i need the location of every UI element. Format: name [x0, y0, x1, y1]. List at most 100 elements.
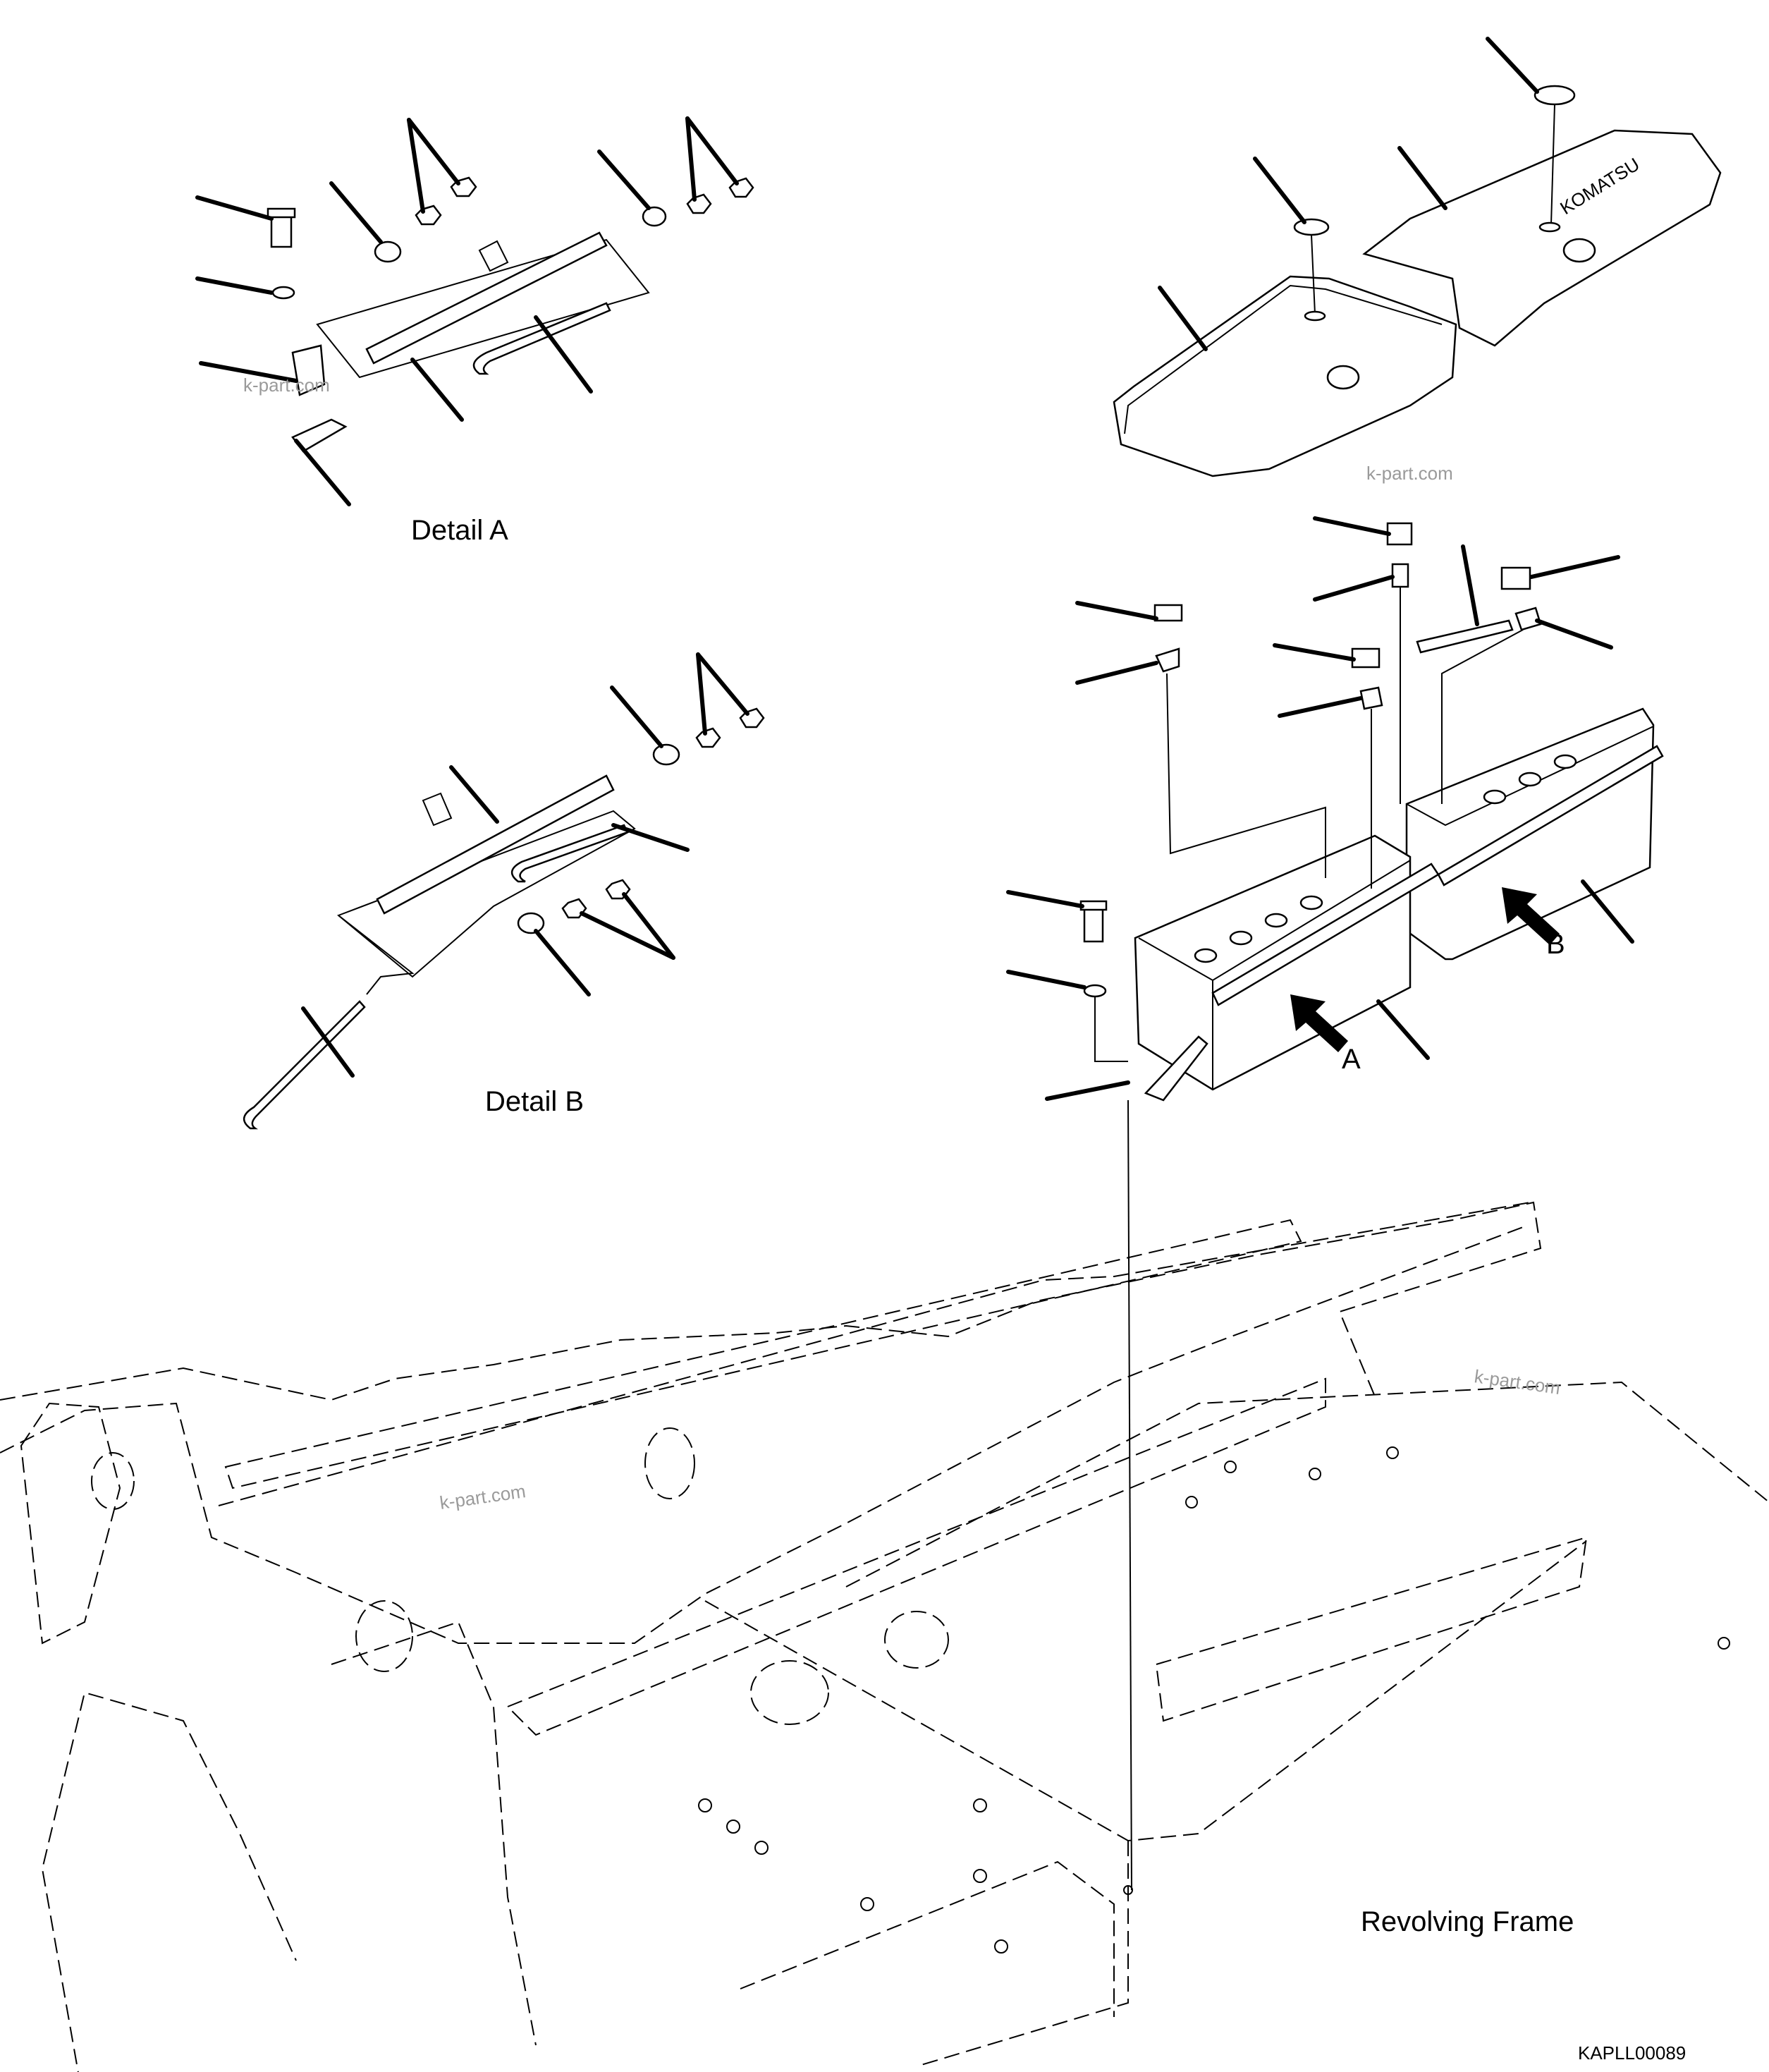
leader [1486, 37, 1539, 94]
frame-beam-1 [218, 1202, 1531, 1506]
cell-cap [1194, 948, 1218, 963]
terminal-2-icon [1391, 563, 1409, 588]
leader [1313, 575, 1395, 602]
leader [611, 823, 690, 852]
cover-hole [1304, 310, 1326, 322]
leader [195, 195, 274, 221]
leader [622, 892, 675, 960]
terminal-4-icon [1514, 607, 1542, 631]
leader [1581, 879, 1634, 944]
leader [1006, 890, 1084, 908]
frame-bottom-edge [916, 1841, 1129, 2067]
terminal-cap-4-icon [1500, 566, 1531, 590]
frame-left-lower [41, 1691, 297, 2072]
watermark: k-part.com [1473, 1365, 1562, 1398]
detail-b-washer-1-icon [652, 743, 680, 766]
detail-b-hook-rod-2 [243, 1000, 366, 1130]
frame-right-tray [1155, 1536, 1588, 1722]
leader [1461, 544, 1479, 626]
detail-b-clamp-bar [376, 774, 615, 915]
knob-shaft [1550, 104, 1555, 225]
cover-knob-front-icon [1293, 218, 1330, 236]
frame-hole [750, 1660, 829, 1725]
battery-cable-icon [1416, 619, 1514, 654]
detail-b-washer-2-icon [517, 912, 545, 934]
detail-a-hook-rod [472, 302, 611, 375]
frame-top-edge [0, 1201, 1542, 1401]
battery-cover-front [1113, 275, 1457, 477]
cover-hole [1538, 221, 1561, 233]
frame-hole [644, 1427, 695, 1499]
battery-b-edge [1406, 726, 1654, 827]
frame-left-boss [20, 1402, 121, 1645]
detail-a-bolt-head [267, 207, 296, 219]
leader [1313, 516, 1391, 536]
detail-a-bolt-icon [270, 212, 293, 248]
leader [610, 685, 663, 748]
frame-mid-edge [0, 1226, 1524, 1644]
leader [1376, 999, 1430, 1060]
frame-beam-3 [224, 1219, 1302, 1489]
battery-holddown [1144, 1035, 1208, 1102]
detail-b-group: Detail B [243, 652, 765, 1130]
leader [696, 652, 749, 716]
mount-line [1127, 1099, 1132, 1891]
leader [685, 116, 697, 202]
cover-logo-rear [1562, 238, 1596, 263]
arrow-b-label: B [1546, 929, 1565, 960]
terminal-cap-1-icon [1153, 604, 1183, 622]
leader [1535, 618, 1613, 650]
leader [597, 150, 651, 210]
detail-a-washer-3-icon [642, 206, 667, 227]
frame-bolt-holes [698, 1446, 1730, 1954]
detail-b-wire [338, 915, 415, 995]
leader [685, 116, 739, 185]
watermark: k-part.com [1366, 463, 1453, 484]
bolt-path [1094, 997, 1128, 1062]
leader [580, 911, 675, 960]
leader [407, 118, 460, 185]
leader [407, 118, 425, 214]
arrow-a-label: A [1342, 1044, 1361, 1075]
frame-hole [355, 1600, 413, 1672]
leader [1075, 601, 1158, 621]
terminal-1-icon [1155, 647, 1180, 673]
terminal-4-path [1441, 629, 1524, 804]
detail-a-washer-icon [271, 286, 295, 300]
cell-cap [1518, 772, 1542, 787]
cell-cap [1264, 913, 1288, 928]
frame-center-plate [740, 1860, 1115, 2017]
detail-a-plate [316, 238, 650, 379]
detail-a-bracket [478, 240, 509, 272]
terminal-cap-2-icon [1386, 522, 1413, 546]
detail-a-clamp-bar [365, 231, 608, 365]
battery-bolt-icon [1083, 905, 1104, 943]
leader [1278, 696, 1363, 718]
detail-a-group: k-part.com Detail A [195, 116, 754, 546]
battery-cover-rear [1362, 129, 1722, 347]
battery-bolt-head [1079, 900, 1108, 911]
frame-hole [91, 1452, 135, 1510]
cell-cap [1299, 895, 1323, 910]
detail-a-washer-2-icon [374, 240, 402, 263]
arrow-b-icon [1502, 887, 1560, 945]
detail-a-caption: Detail A [411, 515, 508, 546]
frame-floor-edge [704, 1540, 1587, 1842]
cell-cap [1553, 754, 1577, 769]
detail-b-plate [337, 810, 636, 978]
detail-b-hook-rod-1 [511, 824, 629, 883]
battery-group: A B [1006, 516, 1664, 1891]
leader [1158, 286, 1208, 351]
cell-cap [1483, 789, 1507, 805]
leader [294, 439, 351, 506]
leader [199, 361, 298, 383]
detail-a-nut-1-icon [415, 205, 442, 226]
detail-b-nut-1-icon [695, 727, 721, 748]
leader [1273, 643, 1356, 662]
detail-b-bracket [422, 792, 453, 827]
battery-cover-group: KOMATSU k-part.com [1113, 37, 1722, 484]
revolving-frame-caption: Revolving Frame [1361, 1906, 1574, 1937]
cell-cap [1229, 930, 1253, 946]
frame-hole [884, 1611, 949, 1669]
